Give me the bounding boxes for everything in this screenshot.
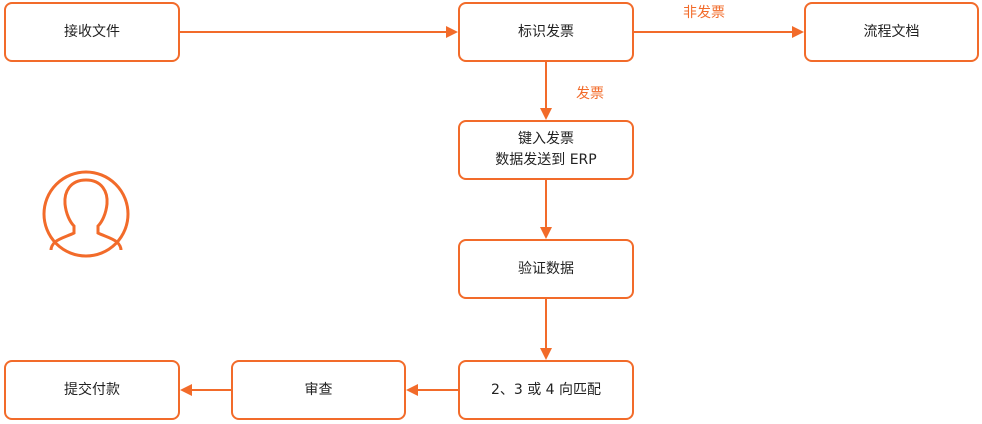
node-match: 2、3 或 4 向匹配 xyxy=(458,360,634,420)
arrowhead-receive-identify xyxy=(446,26,458,38)
node-receive-file: 接收文件 xyxy=(4,2,180,62)
arrowhead-identify-process-doc xyxy=(792,26,804,38)
edge-label-invoice: 发票 xyxy=(576,86,604,102)
node-submit-payment-label: 提交付款 xyxy=(64,381,120,398)
arrowhead-enter-validate xyxy=(540,227,552,239)
node-enter-invoice: 键入发票 数据发送到 ERP xyxy=(458,120,634,180)
edge-label-non-invoice: 非发票 xyxy=(683,5,725,21)
arrowhead-validate-match xyxy=(540,348,552,360)
node-enter-invoice-line2: 数据发送到 ERP xyxy=(495,152,597,168)
node-receive-file-label: 接收文件 xyxy=(64,23,120,40)
arrowhead-match-review xyxy=(406,384,418,396)
node-validate-data: 验证数据 xyxy=(458,239,634,299)
arrowhead-review-pay xyxy=(180,384,192,396)
node-review: 审查 xyxy=(231,360,406,420)
node-review-label: 审查 xyxy=(304,381,333,398)
user-avatar-icon xyxy=(42,170,130,258)
node-validate-data-label: 验证数据 xyxy=(518,260,574,277)
node-process-document: 流程文档 xyxy=(804,2,979,62)
arrowhead-identify-enter xyxy=(540,108,552,120)
node-process-document-label: 流程文档 xyxy=(863,23,920,40)
node-enter-invoice-line1: 键入发票 xyxy=(518,131,574,147)
node-identify-invoice: 标识发票 xyxy=(458,2,634,62)
node-submit-payment: 提交付款 xyxy=(4,360,180,420)
node-match-label: 2、3 或 4 向匹配 xyxy=(490,381,602,398)
node-identify-invoice-label: 标识发票 xyxy=(518,23,574,40)
